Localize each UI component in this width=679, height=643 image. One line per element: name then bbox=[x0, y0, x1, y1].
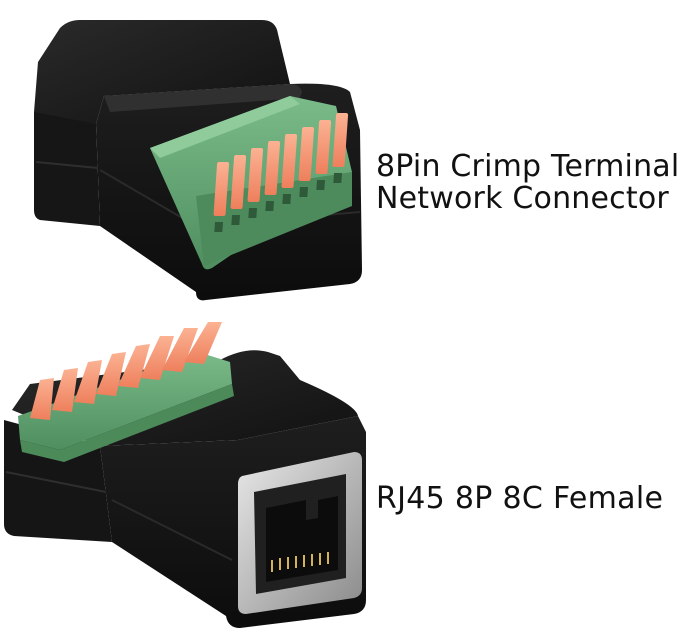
caption-line-1: 8Pin Crimp Terminal bbox=[376, 149, 679, 184]
rj45-contacts bbox=[271, 552, 329, 572]
rj45-port bbox=[238, 452, 362, 614]
crimp-terminal-connector bbox=[34, 20, 362, 301]
rj45-female-connector bbox=[4, 322, 366, 628]
terminal-levers-bottom bbox=[30, 322, 222, 420]
crimp-terminal-caption: 8Pin Crimp Terminal Network Connector bbox=[376, 152, 679, 216]
connector-housing-left bbox=[34, 112, 100, 226]
caption-line-2: Network Connector bbox=[376, 181, 669, 216]
terminal-block-green-lower bbox=[18, 352, 234, 462]
connector-housing-back bbox=[34, 20, 290, 124]
rj45-caption: RJ45 8P 8C Female bbox=[376, 481, 664, 516]
terminal-levers-top bbox=[213, 113, 349, 232]
